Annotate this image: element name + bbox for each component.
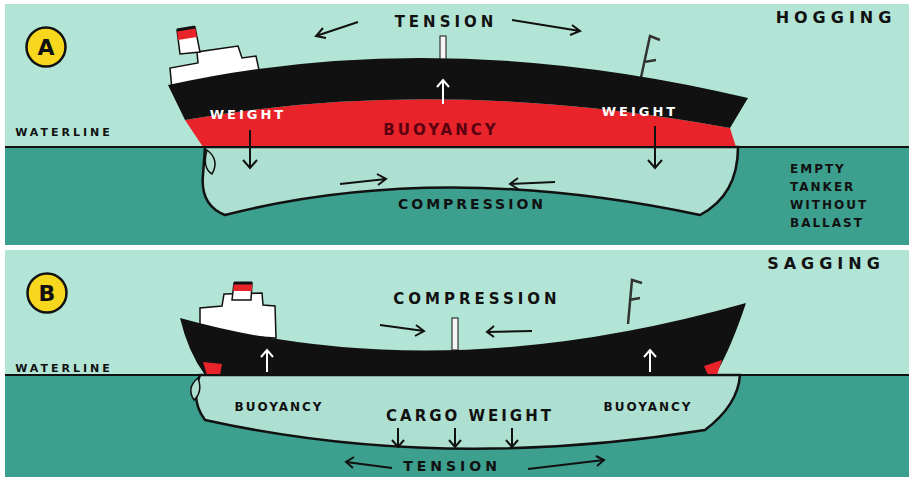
- water: [5, 375, 909, 477]
- red-hull-band: [203, 362, 222, 375]
- force-label: TENSION: [356, 13, 536, 31]
- funnel-band: [233, 283, 252, 291]
- black-hull: [180, 303, 746, 375]
- buoyancy-arrow: [261, 350, 273, 372]
- funnel-cap: [177, 27, 195, 30]
- weight-arrow: [243, 130, 257, 168]
- panel-letter: A: [25, 26, 67, 68]
- funnel-band: [177, 27, 197, 40]
- weight-arrow: [648, 126, 662, 168]
- rudder: [205, 150, 215, 174]
- compression-arrow: [510, 178, 555, 189]
- force-label: WEIGHT: [158, 107, 338, 123]
- panel-letter-circle: A: [25, 26, 67, 68]
- force-label: BUOYANCY: [558, 400, 738, 414]
- water: [5, 147, 909, 245]
- weight-arrow: [506, 428, 518, 447]
- waterline: [5, 146, 909, 148]
- force-label: TENSION: [362, 458, 542, 475]
- note-text: EMPTY TANKER WITHOUT BALLAST: [790, 160, 882, 232]
- panel-letter: B: [26, 272, 68, 314]
- force-label: BUOYANCY: [351, 121, 531, 139]
- compression-arrow: [380, 325, 424, 336]
- force-label: BUOYANCY: [189, 400, 369, 414]
- condition-title: SAGGING: [736, 254, 909, 273]
- tension-arrow: [512, 20, 580, 35]
- weight-arrow: [449, 428, 461, 447]
- force-label: WEIGHT: [550, 104, 730, 120]
- force-label: CARGO WEIGHT: [380, 407, 560, 425]
- compression-arrow: [340, 174, 386, 185]
- underwater-hull: [203, 147, 738, 215]
- buoyancy-arrow: [644, 350, 656, 372]
- tension-arrow: [346, 457, 392, 468]
- waterline: [5, 374, 909, 376]
- fore-mast: [640, 36, 660, 82]
- rudder: [191, 378, 200, 400]
- force-label: COMPRESSION: [382, 196, 562, 213]
- condition-title: HOGGING: [746, 8, 909, 27]
- waterline-label: WATERLINE: [0, 126, 154, 139]
- funnel-cap: [234, 282, 252, 285]
- funnel: [177, 27, 200, 54]
- sky-panel: [5, 4, 909, 147]
- tension-arrow: [528, 456, 604, 469]
- waterline-label: WATERLINE: [0, 362, 154, 375]
- weight-arrow: [392, 428, 404, 447]
- compression-arrow: [487, 326, 532, 337]
- panel-letter-circle: B: [26, 272, 68, 314]
- force-label: COMPRESSION: [387, 290, 567, 308]
- funnel: [232, 283, 252, 300]
- fore-mast: [628, 280, 642, 324]
- buoyancy-arrow: [437, 80, 449, 104]
- tension-arrow: [316, 22, 358, 38]
- red-hull-band: [704, 360, 722, 375]
- mast: [452, 318, 458, 350]
